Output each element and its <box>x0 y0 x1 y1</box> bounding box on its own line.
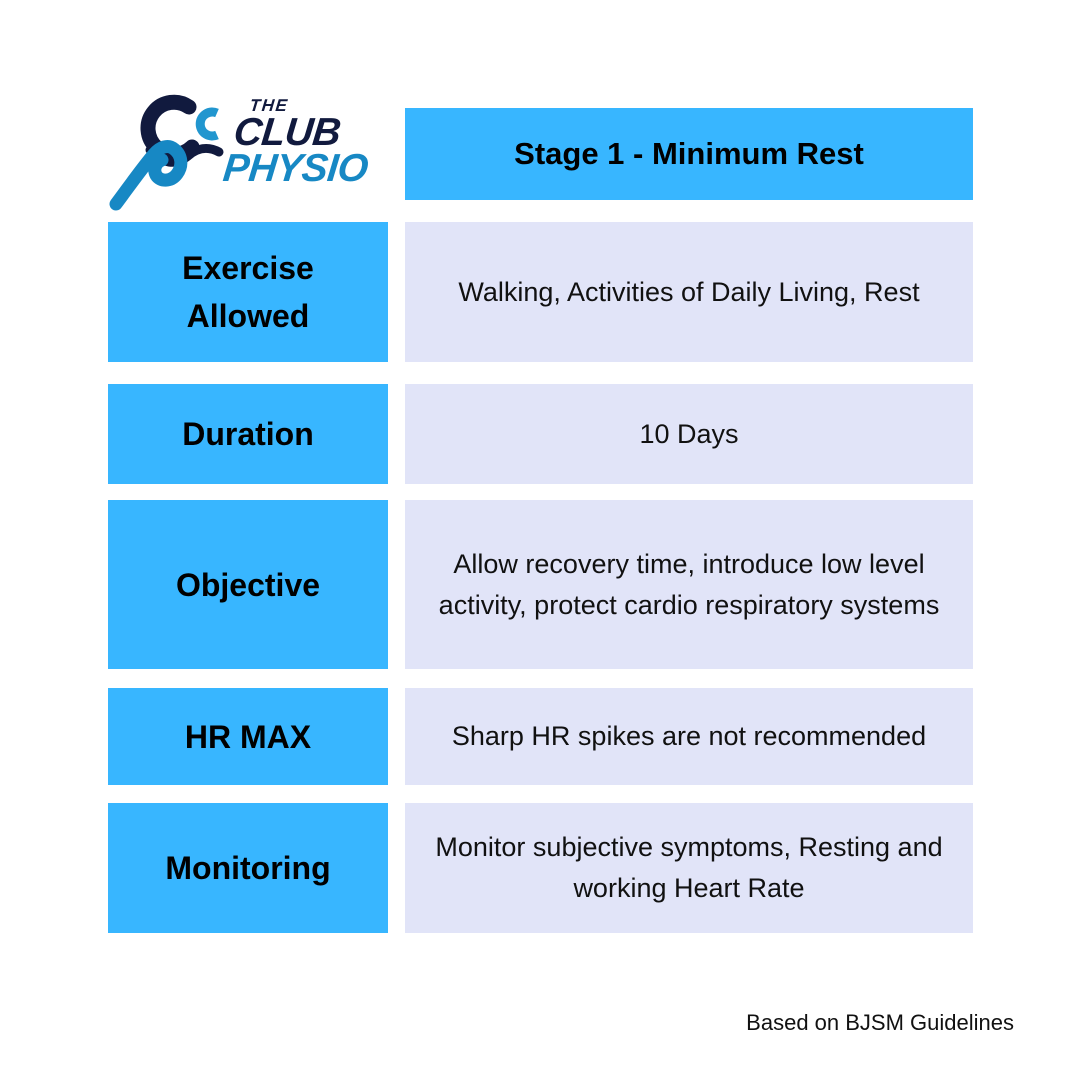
row-value-exercise-allowed: Walking, Activities of Daily Living, Res… <box>405 222 973 362</box>
row-label-objective: Objective <box>108 500 388 669</box>
row-value-objective: Allow recovery time, introduce low level… <box>405 500 973 669</box>
footer-note: Based on BJSM Guidelines <box>746 1010 1014 1035</box>
club-physio-logo: THE CLUB PHYSIO <box>104 92 396 214</box>
stage-header: Stage 1 - Minimum Rest <box>405 108 973 200</box>
row-label-hr-max: HR MAX <box>108 688 388 785</box>
runner-icon <box>109 94 224 211</box>
logo-word-physio: PHYSIO <box>221 147 370 190</box>
row-label-duration: Duration <box>108 384 388 484</box>
row-value-hr-max: Sharp HR spikes are not recommended <box>405 688 973 785</box>
logo-wordmark: THE CLUB PHYSIO <box>221 96 375 190</box>
logo-word-club: CLUB <box>231 111 343 154</box>
row-value-duration: 10 Days <box>405 384 973 484</box>
row-label-monitoring: Monitoring <box>108 803 388 933</box>
row-label-exercise-allowed: Exercise Allowed <box>108 222 388 362</box>
row-value-monitoring: Monitor subjective symptoms, Resting and… <box>405 803 973 933</box>
